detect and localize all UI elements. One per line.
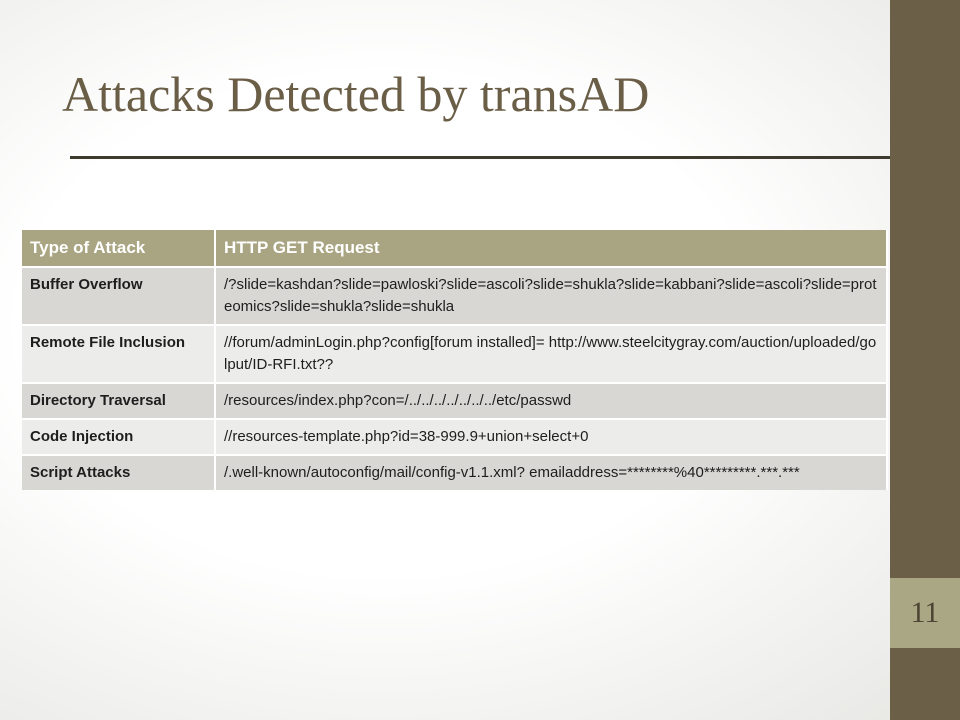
http-request-cell: /resources/index.php?con=/../../../../..… [215, 382, 888, 419]
table-row: Code Injection //resources-template.php?… [22, 418, 888, 455]
http-request-cell: //resources-template.php?id=38-999.9+uni… [215, 418, 888, 455]
http-request-cell: /?slide=kashdan?slide=pawloski?slide=asc… [215, 266, 888, 325]
slide-number-badge: 11 [890, 578, 960, 648]
http-request-cell: /.well-known/autoconfig/mail/config-v1.1… [215, 454, 888, 490]
table-row: Remote File Inclusion //forum/adminLogin… [22, 324, 888, 383]
attack-type-cell: Directory Traversal [22, 382, 216, 419]
http-request-cell: //forum/adminLogin.php?config[forum inst… [215, 324, 888, 383]
attack-type-cell: Script Attacks [22, 454, 216, 490]
column-header-http-get-request: HTTP GET Request [215, 230, 888, 267]
slide-title: Attacks Detected by transAD [62, 66, 650, 122]
attack-type-cell: Buffer Overflow [22, 266, 216, 325]
table-row: Script Attacks /.well-known/autoconfig/m… [22, 454, 888, 490]
attack-type-cell: Remote File Inclusion [22, 324, 216, 383]
attack-type-cell: Code Injection [22, 418, 216, 455]
attacks-table: Type of Attack HTTP GET Request Buffer O… [22, 230, 888, 490]
table-row: Buffer Overflow /?slide=kashdan?slide=pa… [22, 266, 888, 325]
slide-number: 11 [910, 596, 940, 629]
column-header-attack-type: Type of Attack [22, 230, 216, 267]
table-header-row: Type of Attack HTTP GET Request [22, 230, 888, 267]
title-underline-divider [70, 156, 890, 159]
table-row: Directory Traversal /resources/index.php… [22, 382, 888, 419]
